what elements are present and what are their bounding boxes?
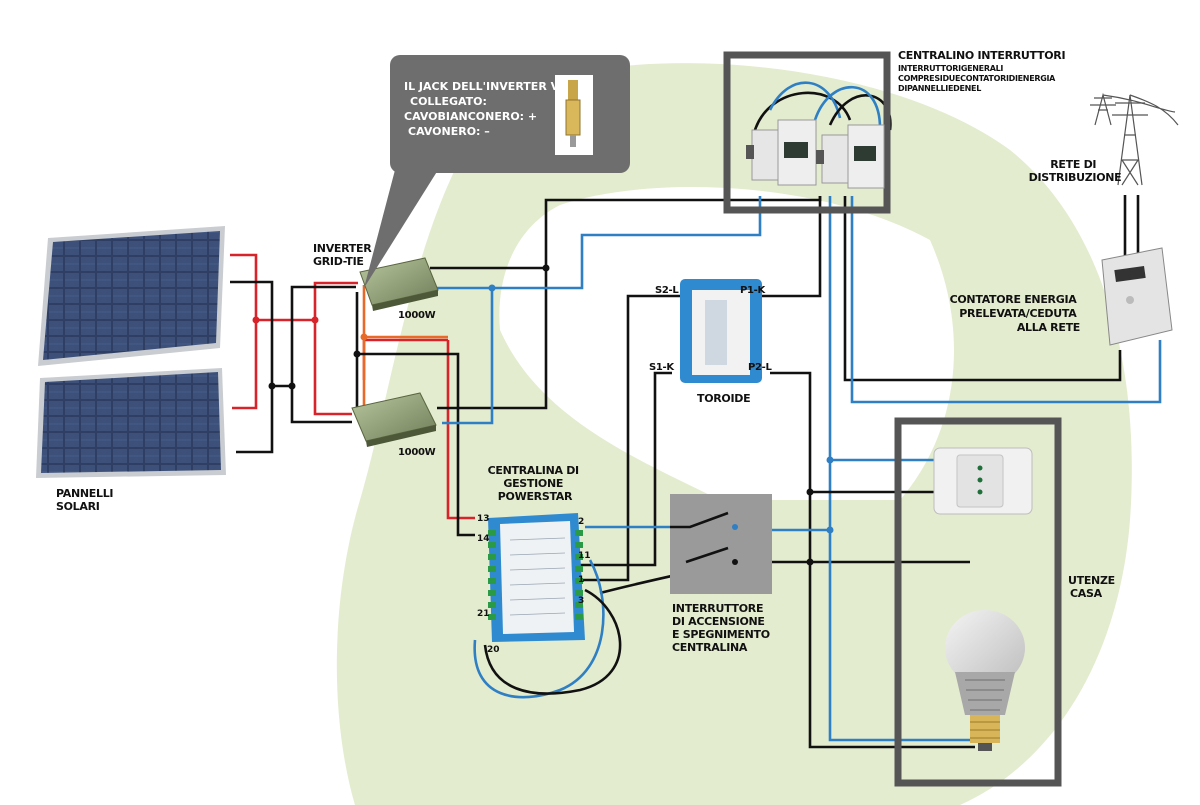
terminal-11: 11 <box>578 551 591 561</box>
energy-meter <box>1101 247 1173 346</box>
toroid-p2: P2-L <box>748 362 773 373</box>
inverter-bottom <box>351 392 437 447</box>
switch-panel-desc: INTERRUTTORIGENERALI COMPRESIDUECONTATOR… <box>898 64 1058 93</box>
terminal-13: 13 <box>477 514 490 524</box>
jack-callout: IL JACK DELL'INVERTER VA COLLEGATO: CAVO… <box>364 55 630 288</box>
inverter-title: INVERTER GRID-TIE <box>313 242 375 268</box>
jack-plug-icon <box>555 75 593 155</box>
solar-panel-top <box>38 226 225 366</box>
switch-label: INTERRUTTORE DI ACCENSIONE E SPEGNIMENTO… <box>672 602 773 654</box>
power-tower-icon <box>1090 92 1179 186</box>
wires <box>230 81 1162 749</box>
wall-socket-icon <box>933 447 1033 515</box>
powerstar-controller <box>488 513 585 642</box>
controller-title: CENTRALINA DI GESTIONE POWERSTAR <box>488 464 583 503</box>
terminal-20: 20 <box>487 645 500 655</box>
home-label: UTENZE CASA <box>1068 574 1118 600</box>
terminal-1: 1 <box>578 575 584 585</box>
terminal-21: 21 <box>477 609 490 619</box>
jack-callout-text: IL JACK DELL'INVERTER VA COLLEGATO: CAVO… <box>404 80 571 138</box>
toroid-p1: P1-K <box>740 285 767 296</box>
terminal-2: 2 <box>578 517 584 527</box>
toroid-device <box>680 279 762 383</box>
toroid-s1: S1-K <box>649 362 675 373</box>
inverter-bottom-power: 1000W <box>398 447 436 458</box>
solar-panel-bottom <box>36 368 226 478</box>
switch-panel-box <box>723 51 891 214</box>
meter-label: CONTATORE ENERGIA PRELEVATA/CEDUTA ALLA … <box>950 293 1080 334</box>
terminal-14: 14 <box>477 534 490 544</box>
led-bulb-icon <box>945 610 1025 751</box>
inverter-top <box>359 257 439 311</box>
home-loads-frame <box>894 417 1062 787</box>
inverter-top-power: 1000W <box>398 310 436 321</box>
on-off-switch-box <box>670 494 772 594</box>
toroid-s2: S2-L <box>655 285 679 296</box>
switch-panel-title: CENTRALINO INTERRUTTORI <box>898 49 1065 62</box>
terminal-3: 3 <box>578 596 584 606</box>
toroid-label: TOROIDE <box>697 392 750 405</box>
grid-label: RETE DI DISTRIBUZIONE <box>1029 158 1122 184</box>
panels-label: PANNELLI SOLARI <box>56 487 117 513</box>
